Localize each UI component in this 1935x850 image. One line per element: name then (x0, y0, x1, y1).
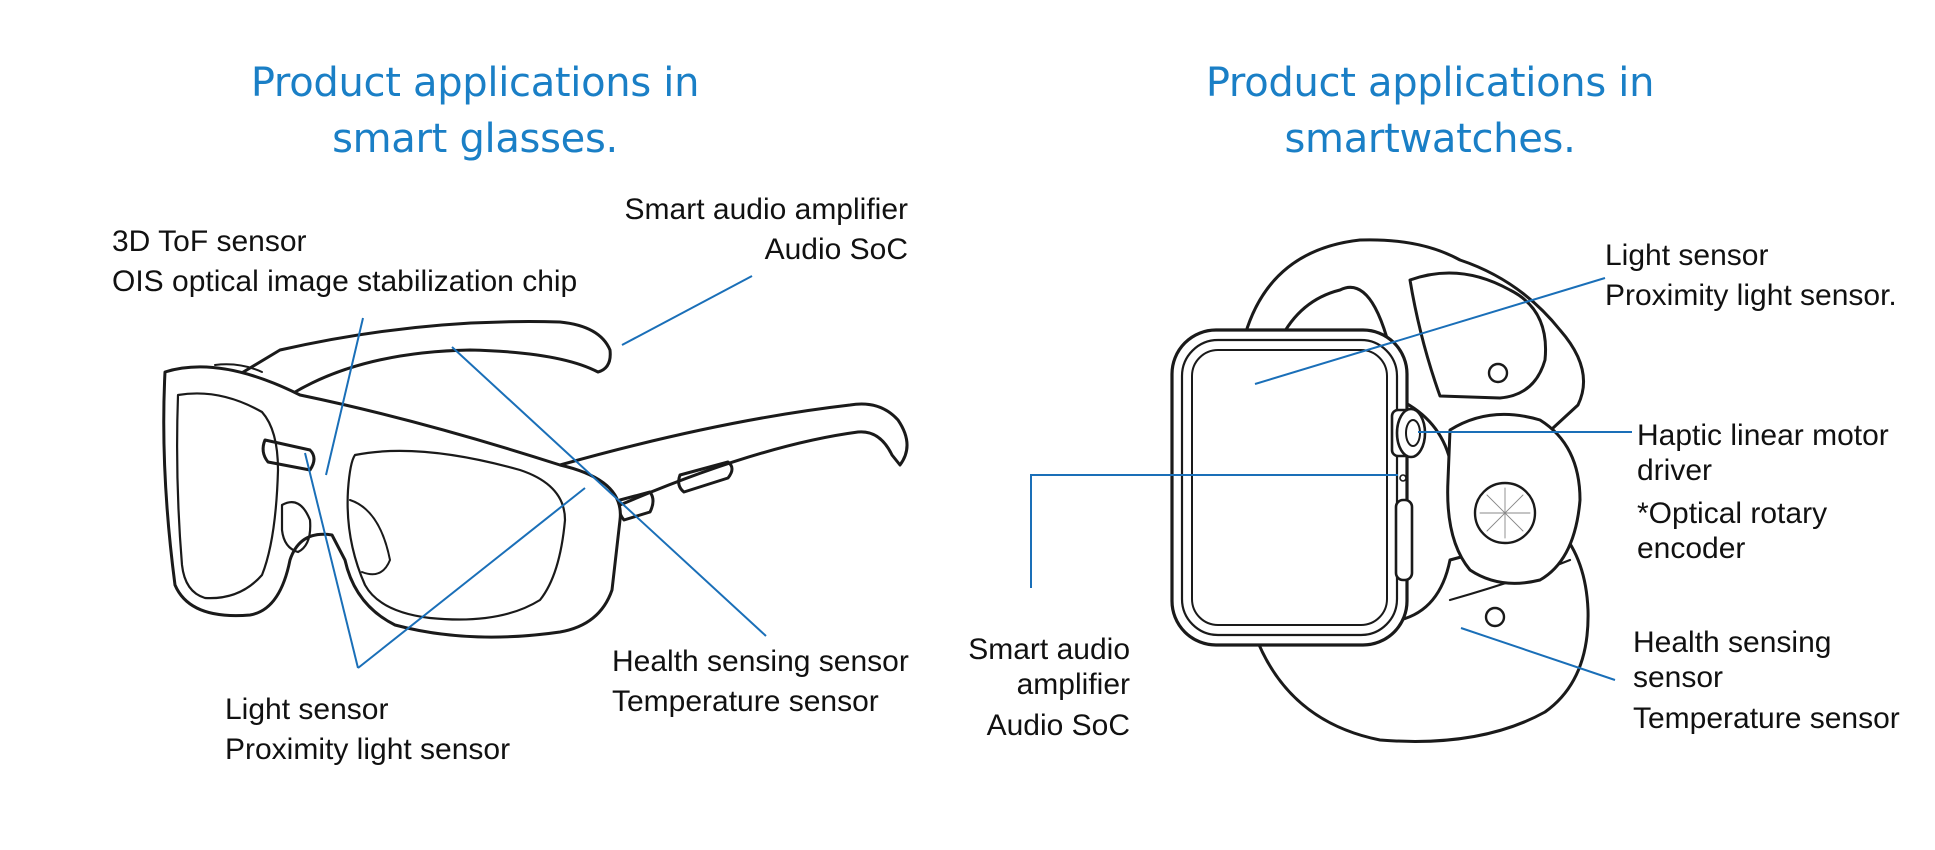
label-glasses-health-line2: Temperature sensor (612, 685, 879, 718)
label-glasses-light: Light sensor Proximity light sensor (225, 690, 510, 770)
glasses-title: Product applications in smart glasses. (175, 55, 775, 167)
watch-title-line1: Product applications in (1205, 60, 1655, 106)
label-glasses-light-line1: Light sensor (225, 693, 389, 726)
label-watch-encoder-line2: encoder (1637, 532, 1746, 565)
label-glasses-audio-line1: Smart audio amplifier (624, 193, 908, 226)
label-glasses-light-line2: Proximity light sensor (225, 733, 511, 766)
label-tof: 3D ToF sensor OIS optical image stabiliz… (112, 222, 577, 302)
label-watch-health: Health sensing sensor Temperature sensor (1633, 625, 1900, 736)
watch-illustration (1170, 238, 1590, 743)
leader-watch-health (1460, 627, 1616, 681)
label-tof-line1: 3D ToF sensor (112, 225, 307, 258)
label-watch-light: Light sensor Proximity light sensor. (1605, 236, 1897, 316)
glasses-title-line2: smart glasses. (332, 116, 618, 162)
label-glasses-audio: Smart audio amplifier Audio SoC (560, 190, 908, 270)
watch-title-line2: smartwatches. (1284, 116, 1576, 162)
label-watch-audio: Smart audio amplifier Audio SoC (890, 632, 1130, 743)
label-watch-haptic-line2: driver (1637, 454, 1713, 487)
label-watch-health-line2: sensor (1633, 661, 1724, 694)
label-watch-health-line1: Health sensing (1633, 626, 1832, 659)
label-glasses-health-line1: Health sensing sensor (612, 645, 909, 678)
label-watch-haptic-line1: Haptic linear motor (1637, 419, 1889, 452)
label-watch-health-line3: Temperature sensor (1633, 702, 1900, 735)
label-tof-line2: OIS optical image stabilization chip (112, 265, 578, 298)
label-watch-light-line1: Light sensor (1605, 239, 1769, 272)
label-glasses-health: Health sensing sensor Temperature sensor (612, 642, 909, 722)
glasses-illustration (162, 320, 909, 639)
leader-watch-light (1254, 277, 1606, 385)
label-watch-light-line2: Proximity light sensor. (1605, 279, 1897, 312)
label-watch-audio-line3: Audio SoC (986, 709, 1130, 742)
label-watch-audio-line1: Smart audio (968, 633, 1130, 666)
label-watch-encoder: *Optical rotary encoder (1637, 496, 1827, 566)
leader-audio (621, 275, 753, 346)
leader-health (451, 346, 767, 637)
label-watch-haptic: Haptic linear motor driver (1637, 418, 1889, 488)
label-watch-audio-line2: amplifier (1016, 668, 1130, 701)
leader-light-a (304, 452, 359, 669)
watch-title: Product applications in smartwatches. (1130, 55, 1730, 167)
leader-tof (325, 317, 364, 476)
label-glasses-audio-line2: Audio SoC (764, 233, 908, 266)
leader-lines (304, 275, 1632, 681)
label-watch-encoder-line1: *Optical rotary (1637, 497, 1828, 530)
leader-light-b (357, 487, 586, 669)
glasses-title-line1: Product applications in (250, 60, 700, 106)
leader-watch-audio (1030, 474, 1398, 588)
